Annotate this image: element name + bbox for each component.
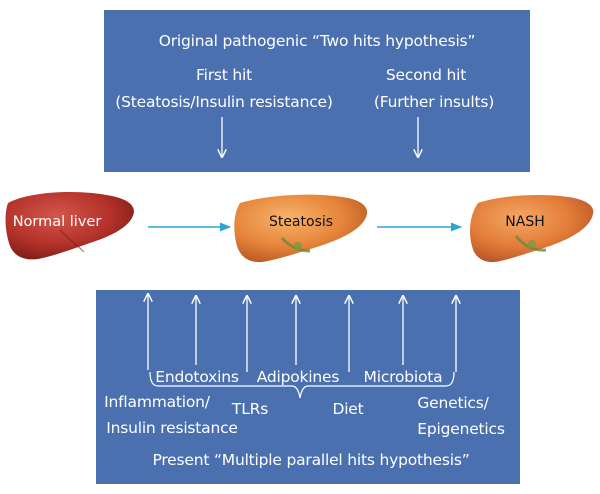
two-hits-title: Original pathogenic “Two hits hypothesis… bbox=[158, 32, 476, 50]
factors-bracket bbox=[149, 371, 455, 399]
multiple-hits-panel bbox=[96, 290, 520, 484]
factor-microbiota: Microbiota bbox=[363, 368, 443, 386]
second-hit-title: Second hit bbox=[385, 66, 467, 84]
steatosis-label: Steatosis bbox=[268, 214, 334, 230]
normal-liver-icon bbox=[5, 191, 135, 260]
steatosis-liver-icon bbox=[234, 194, 368, 263]
first-hit-detail: (Steatosis/Insulin resistance) bbox=[115, 93, 333, 111]
nash-liver-icon bbox=[470, 195, 594, 263]
factor-endotoxins: Endotoxins bbox=[155, 368, 239, 386]
factor-adipokines: Adipokines bbox=[256, 368, 340, 386]
factor-genetics: Genetics/ bbox=[417, 394, 489, 412]
factor-inflammation: Inflammation/ bbox=[104, 393, 210, 411]
first-hit-title: First hit bbox=[196, 66, 252, 84]
factor-tlrs: TLRs bbox=[231, 400, 269, 418]
two-hits-panel bbox=[104, 10, 530, 172]
normal-liver-label: Normal liver bbox=[12, 214, 102, 230]
factor-epigenetics: Epigenetics bbox=[417, 420, 505, 438]
factor-insulin-resistance: Insulin resistance bbox=[106, 419, 238, 437]
second-hit-detail: (Further insults) bbox=[373, 93, 495, 111]
nash-label: NASH bbox=[505, 214, 545, 230]
factor-diet: Diet bbox=[332, 400, 364, 418]
multiple-hits-title: Present “Multiple parallel hits hypothes… bbox=[152, 451, 470, 469]
